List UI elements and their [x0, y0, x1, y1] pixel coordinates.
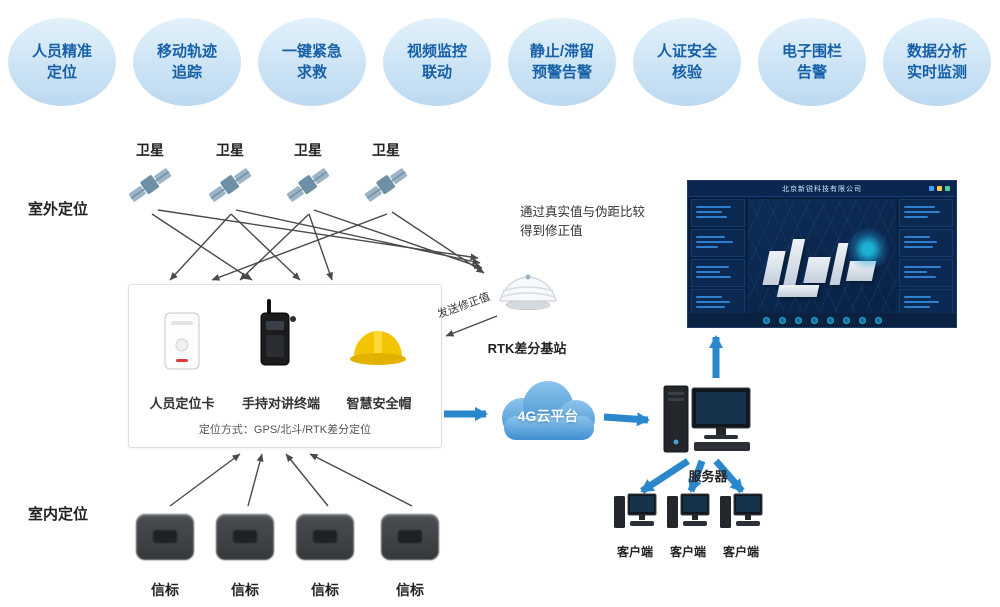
beacon-label: 信标	[396, 582, 424, 598]
beacon-label: 信标	[151, 582, 179, 598]
satellite-label: 卫星	[372, 142, 400, 158]
badge-line: 数据分析	[906, 43, 967, 60]
rtk-base-station-icon	[499, 274, 557, 310]
client-label: 客户端	[616, 545, 653, 559]
satellite-label: 卫星	[294, 142, 322, 158]
badge-line: 求救	[296, 64, 327, 81]
client-computer-icon	[614, 493, 657, 528]
satellite-label: 卫星	[136, 142, 164, 158]
badge-line: 定位	[46, 64, 77, 81]
client-label: 客户端	[722, 545, 759, 559]
dashboard-panel	[691, 229, 745, 257]
badge-line: 告警	[796, 64, 827, 81]
dashboard-panel	[899, 259, 953, 287]
safety-helmet-icon	[350, 331, 406, 365]
rtk-correction-note: 通过真实值与伪距比较得到修正值	[520, 205, 646, 238]
dashboard-toolbar	[688, 313, 956, 327]
dashboard-panel	[899, 199, 953, 227]
badge-line: 电子围栏	[781, 43, 842, 60]
dashboard-chip-icon	[945, 186, 950, 191]
device-name-smart-helmet: 智慧安全帽	[346, 396, 412, 411]
satellite-icon	[364, 168, 408, 202]
4g-cloud-platform: 4G云平台	[488, 376, 608, 448]
satellite-icon	[208, 168, 252, 202]
beacon-label: 信标	[311, 582, 339, 598]
dashboard-right-panels	[899, 199, 953, 317]
positioning-method-caption: 定位方式：GPS/北斗/RTK差分定位	[198, 424, 372, 436]
server-icon	[663, 385, 751, 453]
device-name-positioning-card: 人员定位卡	[149, 396, 215, 411]
dashboard-panel	[691, 289, 745, 317]
positioning-card-icon	[164, 312, 200, 370]
server-label: 服务器	[688, 469, 728, 484]
badge-line: 实时监测	[906, 64, 967, 81]
badge-line: 一键紧急	[281, 43, 342, 60]
badge-line: 预警告警	[531, 64, 592, 81]
beacon-label: 信标	[231, 582, 259, 598]
rtk-base-station-label: RTK差分基站	[487, 341, 567, 356]
dashboard-panel	[691, 199, 745, 227]
client-computer-icon	[720, 493, 763, 528]
feature-badge-data-analysis: 数据分析实时监测	[883, 18, 991, 106]
dashboard-title: 北京新锐科技有限公司	[782, 185, 862, 193]
terminal-device-box: 人员定位卡 手持对讲终端 智慧安全帽 定位方式：GPS/北斗/RTK差分定位	[128, 284, 442, 448]
badge-line: 静止/滞留	[529, 43, 595, 60]
cloud-icon	[502, 381, 595, 440]
satellite-icon	[286, 168, 330, 202]
client-label: 客户端	[669, 545, 706, 559]
dashboard-header: 北京新锐科技有限公司	[688, 181, 956, 197]
feature-badge-track-tracing: 移动轨迹追踪	[133, 18, 241, 106]
badge-line: 人员精准	[31, 43, 92, 60]
beacon-icon	[216, 514, 274, 560]
walkie-talkie-icon	[260, 299, 296, 366]
feature-badge-id-verify: 人证安全核验	[633, 18, 741, 106]
outdoor-positioning-label: 室外定位	[28, 201, 89, 218]
dashboard-panel	[691, 259, 745, 287]
dashboard-left-panels	[691, 199, 745, 317]
badge-line: 移动轨迹	[156, 43, 217, 60]
feature-badge-stay-alarm: 静止/滞留预警告警	[508, 18, 616, 106]
badge-line: 人证安全	[656, 43, 717, 60]
badge-line: 联动	[421, 64, 452, 81]
badge-line: 视频监控	[406, 43, 467, 60]
cloud-platform-label: 4G云平台	[517, 408, 579, 424]
dashboard-chip-icon	[929, 186, 934, 191]
dashboard-3d-site-view	[748, 199, 896, 311]
dashboard-chip-icon	[937, 186, 942, 191]
beacon-icon	[136, 514, 194, 560]
send-correction-label: 发送修正值	[435, 290, 492, 321]
feature-badge-sos: 一键紧急求救	[258, 18, 366, 106]
badge-line: 核验	[671, 64, 702, 81]
monitoring-dashboard-screenshot: 北京新锐科技有限公司	[687, 180, 957, 328]
client-computer-icon	[667, 493, 710, 528]
satellite-icon	[128, 168, 172, 202]
satellite-label: 卫星	[216, 142, 244, 158]
beacon-icon	[296, 514, 354, 560]
device-name-handheld-terminal: 手持对讲终端	[241, 396, 320, 411]
beacon-icon	[381, 514, 439, 560]
indoor-positioning-label: 室内定位	[28, 506, 89, 523]
dashboard-radar-glow	[846, 227, 890, 271]
feature-badge-precise-positioning: 人员精准定位	[8, 18, 116, 106]
badge-line: 追踪	[171, 64, 202, 81]
feature-badge-geofence-alarm: 电子围栏告警	[758, 18, 866, 106]
dashboard-panel	[899, 229, 953, 257]
feature-badge-video-linkage: 视频监控联动	[383, 18, 491, 106]
